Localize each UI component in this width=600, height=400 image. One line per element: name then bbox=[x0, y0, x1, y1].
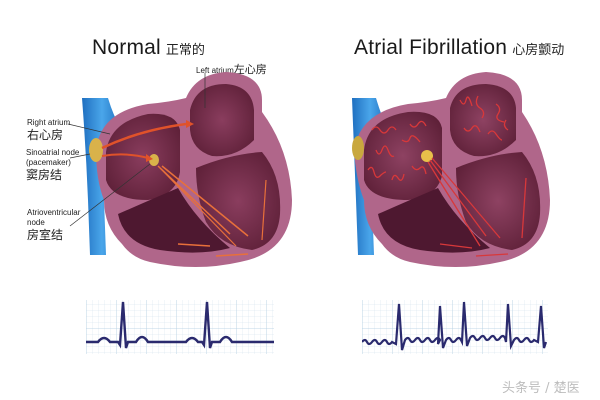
afib-title: Atrial Fibrillation 心房颤动 bbox=[354, 36, 564, 60]
left-atrium-label: Left atrium左心房 bbox=[196, 63, 267, 76]
afib-ecg-trace bbox=[362, 301, 548, 351]
normal-title: Normal 正常的 bbox=[92, 36, 205, 60]
sa-node-label: Sinoatrial node (pacemaker) 窦房结 bbox=[26, 148, 80, 182]
normal-ecg-strip bbox=[86, 300, 274, 354]
afib-title-en: Atrial Fibrillation bbox=[354, 36, 508, 59]
watermark: 头条号 / 楚医 bbox=[502, 381, 580, 396]
right-atrium-label: Right atrium 右心房 bbox=[27, 118, 71, 142]
av-node-label: Atrioventricular node 房室结 bbox=[27, 208, 81, 242]
normal-title-en: Normal bbox=[92, 36, 161, 59]
normal-ecg-trace bbox=[86, 301, 274, 349]
afib-ecg-strip bbox=[362, 300, 548, 354]
afib-title-cn: 心房颤动 bbox=[512, 43, 565, 58]
normal-title-cn: 正常的 bbox=[165, 43, 205, 58]
